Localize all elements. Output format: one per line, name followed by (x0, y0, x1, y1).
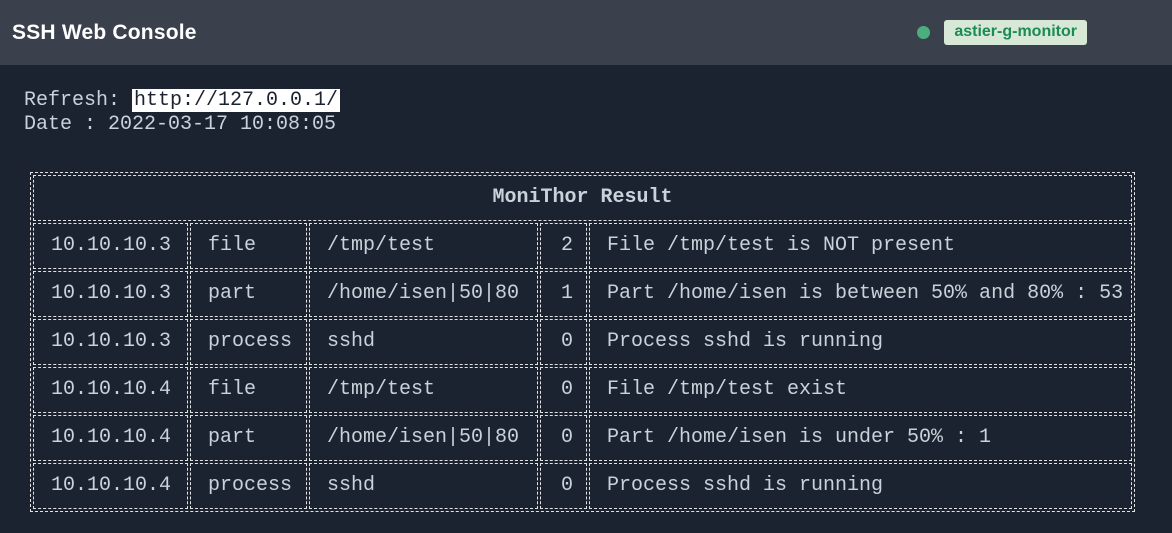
monitor-table-body: 10.10.10.3 file /tmp/test 2 File /tmp/te… (33, 223, 1132, 509)
cell-host: 10.10.10.4 (33, 463, 188, 509)
cell-target: /home/isen|50|80 (309, 271, 538, 317)
cell-target: /tmp/test (309, 367, 538, 413)
monitor-table: MoniThor Result 10.10.10.3 file /tmp/tes… (30, 172, 1135, 512)
cell-status-code: 0 (540, 463, 587, 509)
cell-message: Process sshd is running (589, 463, 1132, 509)
cell-message: Part /home/isen is under 50% : 1 (589, 415, 1132, 461)
refresh-line: Refresh: http://127.0.0.1/ (24, 89, 1172, 113)
table-row: 10.10.10.3 process sshd 0 Process sshd i… (33, 319, 1132, 365)
refresh-label: Refresh: (24, 89, 121, 112)
cell-host: 10.10.10.3 (33, 319, 188, 365)
table-row: 10.10.10.4 part /home/isen|50|80 0 Part … (33, 415, 1132, 461)
console-output: Refresh: http://127.0.0.1/ Date : 2022-03… (0, 65, 1172, 512)
cell-status-code: 2 (540, 223, 587, 269)
cell-host: 10.10.10.4 (33, 415, 188, 461)
table-row: 10.10.10.3 file /tmp/test 2 File /tmp/te… (33, 223, 1132, 269)
cell-check-type: file (190, 223, 307, 269)
cell-check-type: part (190, 415, 307, 461)
cell-check-type: part (190, 271, 307, 317)
date-line: Date : 2022-03-17 10:08:05 (24, 113, 337, 136)
cell-message: File /tmp/test exist (589, 367, 1132, 413)
cell-status-code: 1 (540, 271, 587, 317)
cell-status-code: 0 (540, 319, 587, 365)
cell-check-type: process (190, 463, 307, 509)
cell-target: /tmp/test (309, 223, 538, 269)
cell-message: Process sshd is running (589, 319, 1132, 365)
cell-status-code: 0 (540, 415, 587, 461)
status-dot-icon (917, 26, 931, 39)
table-row: 10.10.10.4 process sshd 0 Process sshd i… (33, 463, 1132, 509)
cell-check-type: process (190, 319, 307, 365)
cell-target: /home/isen|50|80 (309, 415, 538, 461)
cell-message: Part /home/isen is between 50% and 80% :… (589, 271, 1132, 317)
server-status: astier-g-monitor (917, 20, 1087, 45)
cell-host: 10.10.10.3 (33, 271, 188, 317)
app-header: SSH Web Console astier-g-monitor (0, 0, 1172, 65)
table-title-row: MoniThor Result (33, 175, 1132, 221)
table-row: 10.10.10.3 part /home/isen|50|80 1 Part … (33, 271, 1132, 317)
cell-host: 10.10.10.4 (33, 367, 188, 413)
table-row: 10.10.10.4 file /tmp/test 0 File /tmp/te… (33, 367, 1132, 413)
cell-host: 10.10.10.3 (33, 223, 188, 269)
cell-target: sshd (309, 319, 538, 365)
cell-target: sshd (309, 463, 538, 509)
server-badge[interactable]: astier-g-monitor (944, 20, 1087, 45)
cell-status-code: 0 (540, 367, 587, 413)
table-title: MoniThor Result (33, 175, 1132, 221)
page-title: SSH Web Console (12, 20, 197, 44)
cell-check-type: file (190, 367, 307, 413)
refresh-url-link[interactable]: http://127.0.0.1/ (132, 89, 341, 112)
cell-message: File /tmp/test is NOT present (589, 223, 1132, 269)
